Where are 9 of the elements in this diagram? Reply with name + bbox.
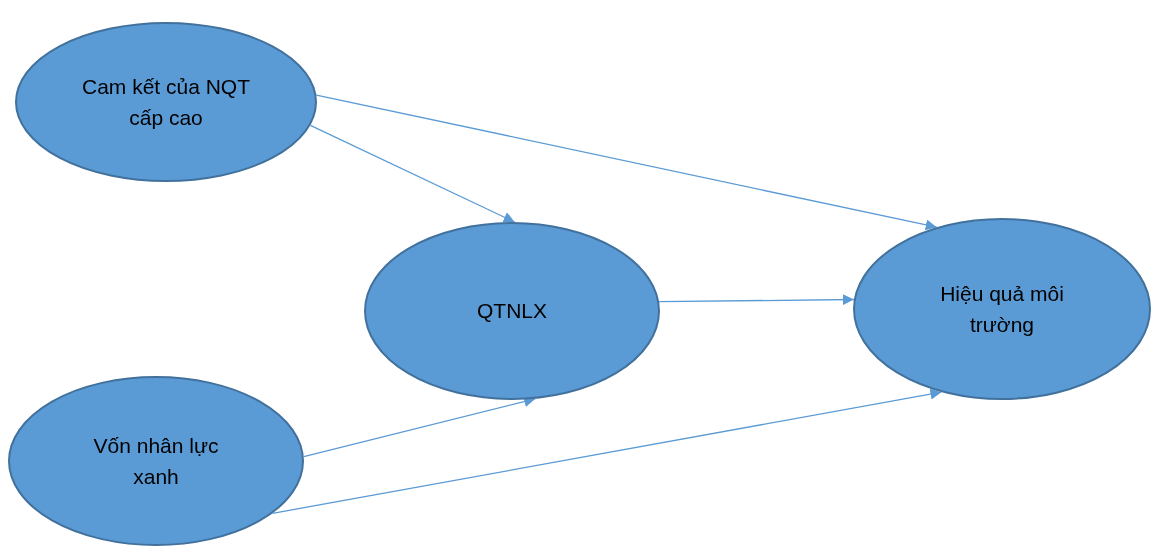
node-label: QTNLX <box>476 298 548 325</box>
node-label: Cam kết của NQT cấp cao <box>80 73 251 131</box>
arrow <box>658 294 855 306</box>
node-label: Hiệu quả môi trường <box>939 280 1065 338</box>
arrow <box>303 396 536 458</box>
node-label: Vốn nhân lực xanh <box>92 432 220 490</box>
arrow <box>315 94 938 231</box>
arrow <box>309 124 516 223</box>
arrow <box>272 388 943 514</box>
